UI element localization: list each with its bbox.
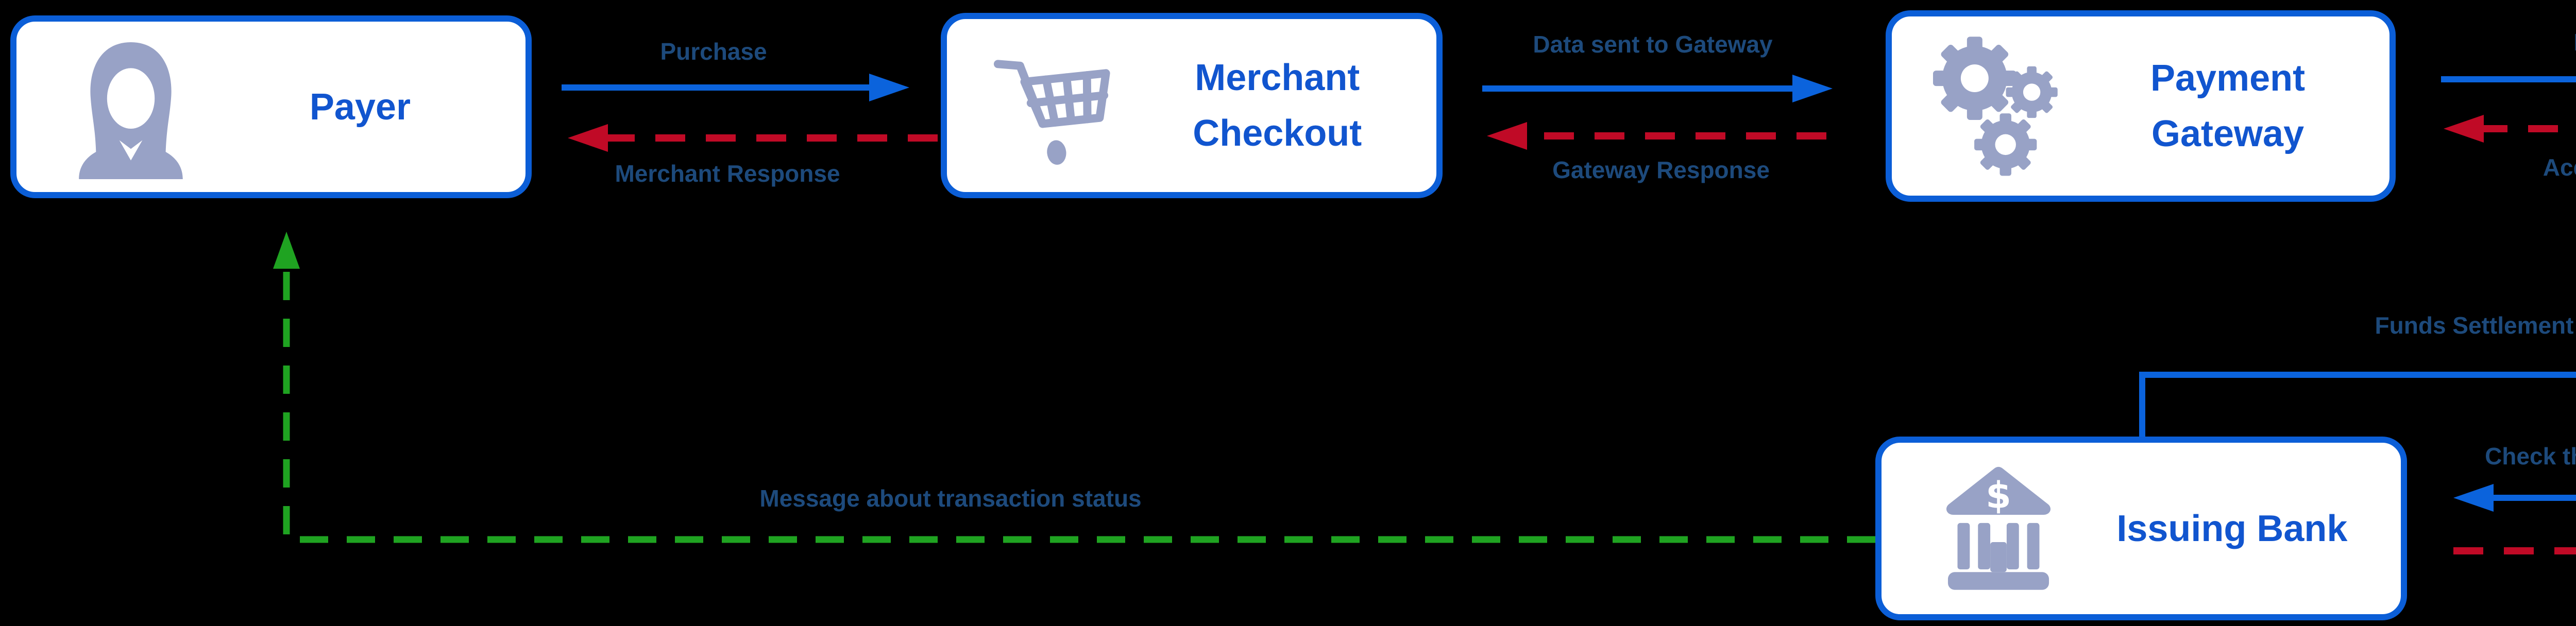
person-icon [52, 35, 210, 179]
node-issuing-bank: $ Issuing Bank [1875, 437, 2407, 620]
funds-settlement-arrow [2139, 372, 2576, 437]
gears-icon [1927, 29, 2081, 183]
edge-label-acquiring-bank-response: Acquiring Bank Response [2543, 154, 2576, 181]
edge-label-initiate-transaction: Initiate Transaction [2573, 28, 2576, 56]
edge-label-purchase: Purchase [660, 38, 767, 65]
node-merchant-checkout-label: Merchant Checkout [1193, 57, 1362, 154]
edge-label-check-funds: Check the availability of the funds [2485, 443, 2576, 470]
node-payer-label: Payer [309, 86, 411, 128]
gateway-response-arrow [1487, 122, 1826, 150]
svg-text:$: $ [1986, 474, 2011, 517]
edge-label-gateway-response: Gateway Response [1552, 156, 1770, 183]
node-payment-gateway: Payment Gateway [1886, 10, 2396, 202]
check-funds-arrow [2453, 484, 2576, 512]
acquiring-bank-response-arrow [2444, 115, 2576, 143]
merchant-response-arrow [568, 124, 938, 152]
node-payer: Payer [10, 15, 532, 198]
initiate-transaction-arrow [2441, 76, 2576, 82]
node-issuing-bank-label: Issuing Bank [2116, 508, 2348, 549]
edge-label-funds-settlement: Funds Settlement to the merchant account [2375, 312, 2576, 339]
node-payment-gateway-label: Payment Gateway [2150, 58, 2306, 154]
bank-icon: $ [1918, 460, 2079, 597]
purchase-arrow [562, 74, 909, 101]
message-status-arrow [273, 232, 1875, 543]
node-merchant-checkout: Merchant Checkout [941, 13, 1443, 198]
data-sent-arrow [1482, 75, 1833, 102]
edge-label-merchant-response: Merchant Response [615, 160, 840, 187]
edge-label-message-status: Message about transaction status [759, 485, 1142, 512]
edge-label-data-sent-to-gateway: Data sent to Gateway [1533, 31, 1773, 58]
cart-icon [981, 38, 1133, 174]
issuing-to-network-response-arrow [2453, 547, 2576, 554]
